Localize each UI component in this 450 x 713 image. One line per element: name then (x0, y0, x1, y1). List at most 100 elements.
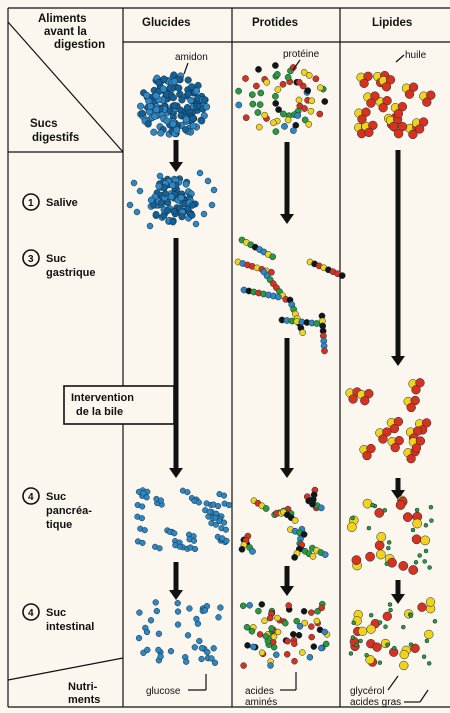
glycerol-molecule (399, 661, 408, 670)
glucose-molecule (185, 632, 191, 638)
amino-acid (275, 629, 281, 635)
table-grid (8, 8, 450, 707)
amidon-molecule (198, 118, 205, 125)
amidon-fragment (183, 181, 189, 187)
amino-acid (309, 634, 315, 640)
polypeptide-residue (270, 254, 276, 260)
peptide-residue (249, 548, 255, 554)
polypeptide-residue (300, 330, 306, 336)
amidon-molecule (170, 121, 177, 128)
glucose-molecule (211, 645, 217, 651)
row-label-ments: ments (68, 694, 100, 706)
proteine-residue (236, 88, 242, 94)
lipid-fragment (421, 536, 430, 545)
row-number: 4 (28, 492, 34, 503)
fatty-acid (418, 554, 422, 558)
glucose-molecule (156, 631, 162, 637)
proteine-residue (306, 121, 312, 127)
glucose-molecule (175, 600, 181, 606)
triglyceride (394, 109, 403, 118)
glucose-molecule (156, 647, 162, 653)
maltose-molecule (196, 500, 202, 506)
peptide-residue (239, 546, 245, 552)
protides-illustration (235, 62, 345, 668)
emulsified-droplet (379, 435, 388, 444)
amino-acid (250, 644, 256, 650)
maltose-molecule (141, 491, 147, 497)
maltose-molecule (139, 504, 145, 510)
amidon-molecule (139, 110, 146, 117)
row-pancreatique: 4 Suc pancréa- tique (23, 488, 92, 531)
amino-acid (257, 631, 263, 637)
proteine-residue (322, 98, 328, 104)
glucides-illustration (127, 72, 232, 666)
amidon-molecule (203, 104, 210, 111)
amidon-molecule (188, 97, 195, 104)
proteine-residue (317, 85, 323, 91)
fatty-acid (369, 613, 373, 617)
proteine-residue (280, 111, 286, 117)
glucose-molecule (194, 616, 200, 622)
fatty-acid (425, 639, 429, 643)
amino-acid (245, 642, 251, 648)
maltose-molecule (142, 527, 148, 533)
amino-acid (267, 615, 273, 621)
maltose-molecule (131, 180, 137, 186)
amino-acid (262, 618, 268, 624)
row-label-salive: Salive (46, 197, 78, 209)
amidon-molecule (185, 77, 192, 84)
triglyceride (422, 98, 431, 107)
fatty-acid (388, 603, 392, 607)
row-bile: Intervention de la bile (64, 386, 174, 424)
amino-acid (268, 663, 274, 669)
fatty-acid (355, 643, 359, 647)
arrow-head (280, 586, 294, 596)
lipid-fragment (376, 550, 385, 559)
fatty-acid (371, 503, 375, 507)
amidon-fragment (156, 183, 162, 189)
lipid-fragment (363, 499, 372, 508)
column-header-glucides: Glucides (142, 17, 191, 29)
amidon-fragment (170, 219, 176, 225)
amino-acid (299, 650, 305, 656)
lipid-fragment (413, 519, 422, 528)
arrow-head (280, 214, 294, 224)
glucose-molecule (153, 600, 159, 606)
amidon-molecule (176, 85, 183, 92)
amidon-fragment (171, 208, 177, 214)
amidon-fragment (165, 207, 171, 213)
fatty-acid (409, 614, 413, 618)
fatty-acid (415, 508, 419, 512)
proteine-residue (272, 93, 278, 99)
glucose-molecule (192, 644, 198, 650)
maltose-molecule (134, 209, 140, 215)
amidon-fragment (158, 200, 164, 206)
lipid-fragment (366, 552, 375, 561)
corner-header: Aliments avant la digestion Sucs digesti… (30, 13, 105, 144)
polypeptide-residue (339, 273, 345, 279)
emulsified-droplet (360, 396, 369, 405)
lipid-fragment (375, 541, 384, 550)
peptide-residue (318, 505, 324, 511)
maltose-molecule (140, 540, 146, 546)
triglyceride (382, 82, 391, 91)
proteine-residue (276, 107, 282, 113)
amino-acid (322, 629, 328, 635)
amino-acid (301, 608, 307, 614)
column-header-protides: Protides (252, 17, 298, 29)
row-label-suc: Suc (46, 491, 66, 503)
amino-acid (241, 663, 247, 669)
amidon-fragment (161, 213, 167, 219)
triglyceride (367, 99, 376, 108)
lipid-fragment (403, 513, 412, 522)
amidon-fragment (178, 195, 184, 201)
maltose-molecule (201, 211, 207, 217)
maltose-molecule (211, 187, 217, 193)
peptide-residue (263, 505, 269, 511)
corner-label-line-3: digestion (54, 39, 105, 51)
proteine-residue (272, 62, 278, 68)
amidon-molecule (183, 116, 190, 123)
glycerol-molecule (367, 625, 376, 634)
row-nutriments: Nutri- ments (68, 681, 100, 706)
proteine-residue (295, 112, 301, 118)
